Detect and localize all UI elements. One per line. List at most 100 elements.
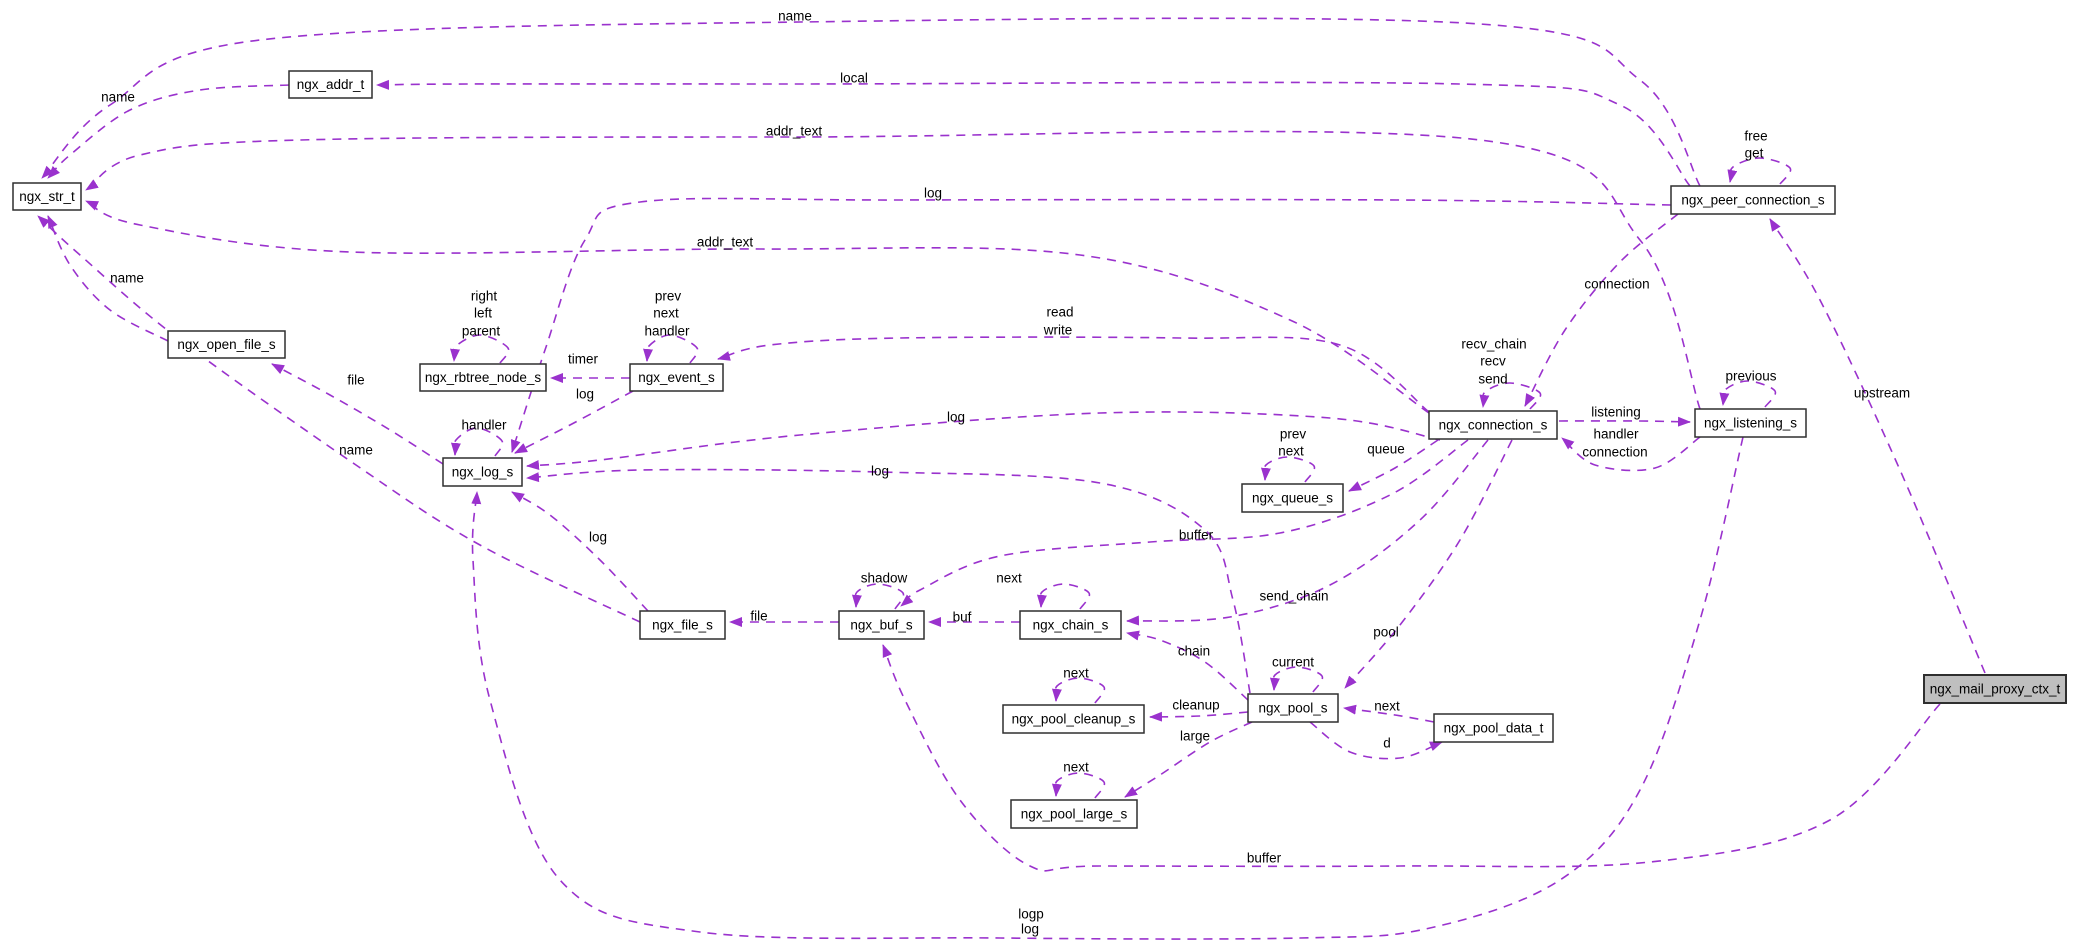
edge-ngx_rbtree_node_s-ngx_rbtree_node_s <box>450 334 510 364</box>
edge-label-right-left-parent: parent <box>462 324 501 339</box>
edge-label-prev-next: prev <box>1280 427 1307 442</box>
node-ngx_pool_s[interactable]: ngx_pool_s <box>1247 693 1339 723</box>
edge-ngx_log_s-ngx_open_file_s <box>271 363 444 465</box>
node-label: ngx_connection_s <box>1439 418 1548 433</box>
edge-label-log: log <box>589 530 607 545</box>
edge-label-addr_text: addr_text <box>697 235 754 250</box>
node-ngx_mail_proxy_ctx_t: ngx_mail_proxy_ctx_t <box>1923 674 2067 704</box>
edge-label-connection: connection <box>1584 277 1649 292</box>
node-ngx_pool_large_s[interactable]: ngx_pool_large_s <box>1010 799 1138 829</box>
node-ngx_open_file_s[interactable]: ngx_open_file_s <box>167 330 286 359</box>
edge-ngx_event_s-ngx_event_s <box>643 334 699 364</box>
node-ngx_chain_s[interactable]: ngx_chain_s <box>1019 610 1122 640</box>
node-label: ngx_addr_t <box>297 77 365 92</box>
edge-label-read-write: read <box>1046 305 1073 320</box>
node-ngx_connection_s[interactable]: ngx_connection_s <box>1428 410 1558 440</box>
edge-label-log: log <box>947 410 965 425</box>
edges-layer: namelocaladdr_textlogaddr_textnamenamefi… <box>37 9 1986 940</box>
node-ngx_buf_s[interactable]: ngx_buf_s <box>838 610 925 640</box>
edge-ngx_peer_connection_s-ngx_peer_connection_s <box>1727 157 1792 185</box>
edge-label-name: name <box>339 443 373 458</box>
node-ngx_queue_s[interactable]: ngx_queue_s <box>1241 483 1344 513</box>
edge-ngx_queue_s-ngx_queue_s <box>1260 456 1316 483</box>
edge-ngx_connection_s-ngx_connection_s <box>1479 382 1542 410</box>
edge-label-send_chain: send_chain <box>1259 589 1328 604</box>
edge-ngx_connection_s-ngx_queue_s <box>1348 439 1439 492</box>
edge-ngx_pool_cleanup_s-ngx_pool_cleanup_s <box>1051 677 1106 704</box>
edge-label-next: next <box>1063 666 1089 681</box>
edge-label-log: log <box>576 387 594 402</box>
node-label: ngx_rbtree_node_s <box>425 370 542 385</box>
edge-ngx_buf_s-ngx_buf_s <box>851 583 905 610</box>
edge-ngx_mail_proxy_ctx_t-ngx_peer_connection_s <box>1769 218 1986 674</box>
node-ngx_listening_s[interactable]: ngx_listening_s <box>1694 408 1807 438</box>
edge-ngx_event_s-ngx_log_s <box>514 390 634 454</box>
edge-ngx_listening_s-ngx_listening_s <box>1719 380 1777 408</box>
node-label: ngx_chain_s <box>1033 618 1109 633</box>
node-label: ngx_peer_connection_s <box>1681 193 1825 208</box>
node-ngx_event_s[interactable]: ngx_event_s <box>629 363 724 392</box>
edge-ngx_connection_s-ngx_event_s <box>717 336 1430 413</box>
edge-label-free-get: get <box>1745 146 1764 161</box>
node-label: ngx_log_s <box>452 465 514 480</box>
edge-label-timer: timer <box>568 352 599 367</box>
edge-ngx_open_file_s-ngx_str_t <box>47 215 169 342</box>
node-label: ngx_pool_cleanup_s <box>1012 712 1136 727</box>
edge-label-current: current <box>1272 655 1314 670</box>
node-ngx_addr_t[interactable]: ngx_addr_t <box>288 70 373 99</box>
edge-ngx_pool_data_t-ngx_pool_s <box>1343 704 1435 723</box>
node-ngx_file_s[interactable]: ngx_file_s <box>639 610 726 640</box>
edge-label-name: name <box>110 271 144 286</box>
edge-label-pool: pool <box>1373 625 1399 640</box>
edge-ngx_connection_s-ngx_chain_s <box>1126 439 1489 626</box>
edge-label-recv_chain-recv-send: recv_chain <box>1461 337 1526 352</box>
node-ngx_rbtree_node_s[interactable]: ngx_rbtree_node_s <box>419 363 547 392</box>
edge-ngx_connection_s-ngx_str_t <box>85 200 1430 414</box>
node-ngx_pool_cleanup_s[interactable]: ngx_pool_cleanup_s <box>1002 704 1145 734</box>
edge-label-handler: handler <box>461 418 507 433</box>
edge-ngx_pool_s-ngx_pool_data_t <box>1309 721 1443 760</box>
edge-ngx_connection_s-ngx_pool_s <box>1344 439 1513 689</box>
node-label: ngx_listening_s <box>1704 416 1797 431</box>
edge-ngx_connection_s-ngx_log_s <box>526 411 1441 471</box>
edge-label-log: log <box>871 464 889 479</box>
node-ngx_peer_connection_s[interactable]: ngx_peer_connection_s <box>1670 185 1836 215</box>
edge-ngx_file_s-ngx_str_t <box>37 215 641 623</box>
node-ngx_log_s[interactable]: ngx_log_s <box>442 457 523 487</box>
edge-ngx_peer_connection_s-ngx_connection_s <box>1524 213 1679 407</box>
edge-ngx_pool_large_s-ngx_pool_large_s <box>1051 772 1106 799</box>
edge-label-log: log <box>924 186 942 201</box>
edge-label-buffer: buffer <box>1179 528 1214 543</box>
edge-label-addr_text: addr_text <box>766 124 823 139</box>
node-label: ngx_pool_data_t <box>1444 721 1544 736</box>
edge-label-recv_chain-recv-send: recv <box>1480 354 1506 369</box>
edge-label-local: local <box>840 71 868 86</box>
edge-label-prev-next-handler: handler <box>644 324 690 339</box>
edge-label-previous: previous <box>1725 369 1776 384</box>
node-label: ngx_event_s <box>638 370 715 385</box>
edge-label-name: name <box>101 90 135 105</box>
edge-label-logp-log: log <box>1021 922 1039 937</box>
node-ngx_pool_data_t[interactable]: ngx_pool_data_t <box>1433 713 1554 743</box>
node-ngx_str_t[interactable]: ngx_str_t <box>12 182 82 211</box>
edge-label-right-left-parent: right <box>471 289 498 304</box>
edge-ngx_pool_s-ngx_log_s <box>526 468 1251 694</box>
edge-label-listening: listening <box>1591 405 1641 420</box>
edge-label-next: next <box>996 571 1022 586</box>
node-label: ngx_str_t <box>19 189 75 204</box>
node-label: ngx_pool_s <box>1258 701 1327 716</box>
edge-label-next: next <box>1374 699 1400 714</box>
edge-ngx_connection_s-ngx_listening_s <box>1558 416 1691 427</box>
edge-label-free-get: free <box>1744 129 1767 144</box>
edge-label-cleanup: cleanup <box>1172 698 1219 713</box>
edge-label-buffer: buffer <box>1247 851 1282 866</box>
edge-ngx_listening_s-ngx_connection_s <box>1561 436 1701 472</box>
edge-label-large: large <box>1180 729 1210 744</box>
edge-ngx_listening_s-ngx_log_s <box>471 436 1744 940</box>
edge-ngx_chain_s-ngx_chain_s <box>1036 583 1091 610</box>
edge-ngx_pool_s-ngx_pool_large_s <box>1124 721 1253 798</box>
edge-label-prev-next-handler: next <box>653 306 679 321</box>
edge-ngx_peer_connection_s-ngx_str_t <box>41 17 1701 187</box>
